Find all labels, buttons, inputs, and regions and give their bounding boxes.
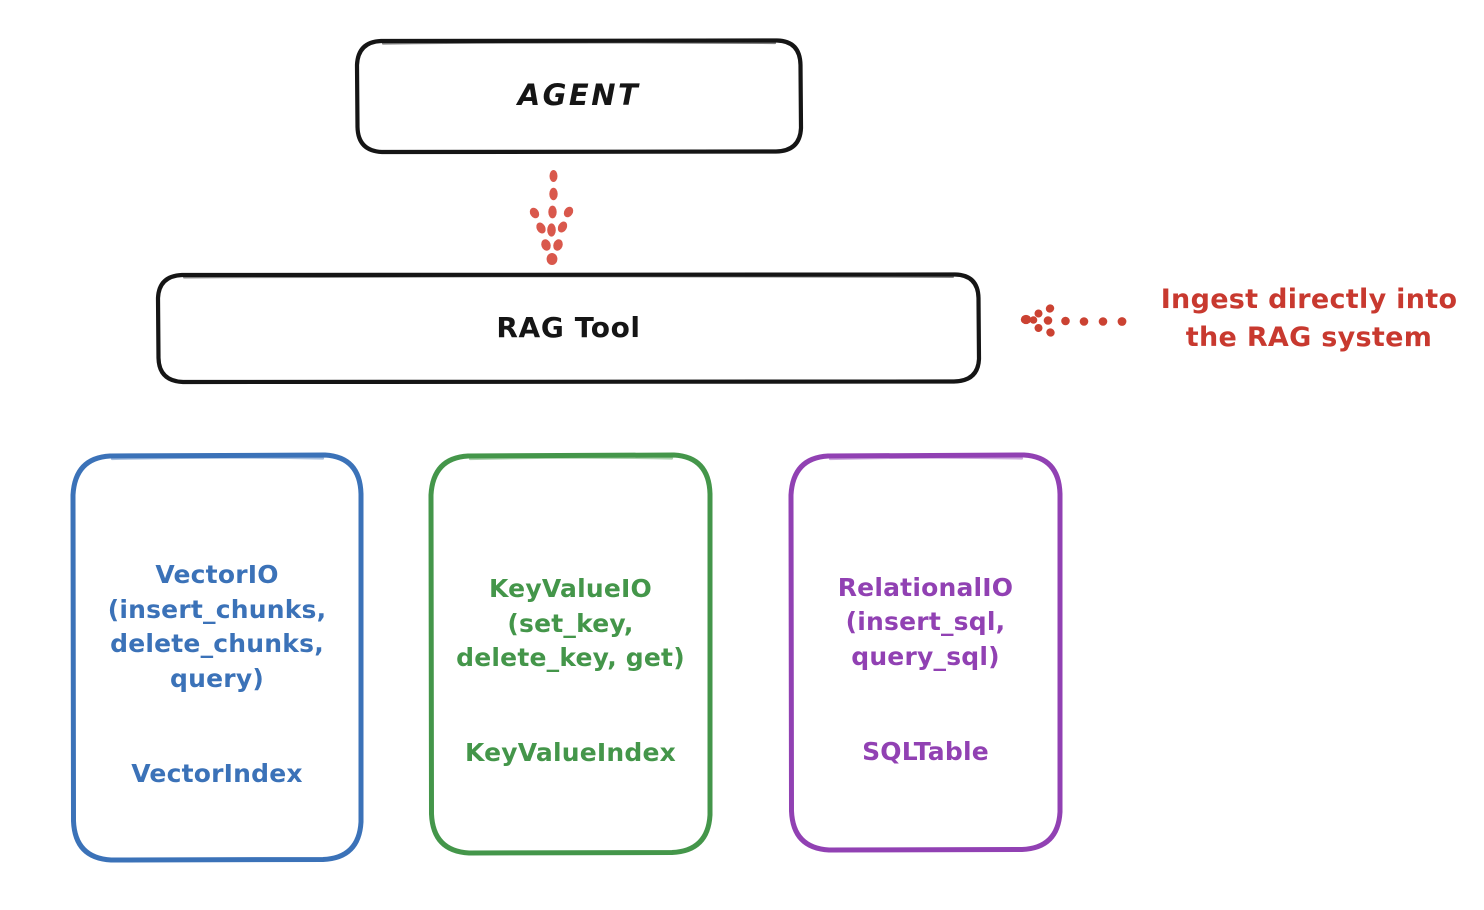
key-value-index-text: KeyValueIndex: [464, 738, 677, 767]
relational-io-label: RelationalIO (insert_sql, query_sql) SQL…: [836, 536, 1016, 769]
agent-node[interactable]: AGENT: [354, 38, 804, 155]
ingest-annotation-label: Ingest directly into the RAG system: [1160, 284, 1458, 353]
agent-label: AGENT: [517, 78, 641, 113]
spacer: [456, 676, 685, 702]
sql-table-text: SQLTable: [862, 736, 989, 766]
spacer: [838, 674, 1014, 700]
key-value-io-label: KeyValueIO (set_key, delete_key, get) Ke…: [454, 538, 687, 771]
relational-io-node[interactable]: RelationalIO (insert_sql, query_sql) SQL…: [788, 452, 1063, 853]
vector-io-api-text: VectorIO (insert_chunks, delete_chunks, …: [107, 560, 327, 693]
spacer: [108, 696, 327, 722]
rag-tool-node[interactable]: RAG Tool: [155, 272, 982, 385]
vector-io-label: VectorIO (insert_chunks, delete_chunks, …: [106, 524, 329, 792]
ingest-to-rag-arrow: [1020, 304, 1127, 337]
agent-to-rag-arrow: [529, 170, 574, 265]
relational-io-api-text: RelationalIO (insert_sql, query_sql): [837, 572, 1014, 671]
vector-io-node[interactable]: VectorIO (insert_chunks, delete_chunks, …: [70, 452, 364, 863]
key-value-io-node[interactable]: KeyValueIO (set_key, delete_key, get) Ke…: [428, 452, 713, 856]
key-value-io-api-text: KeyValueIO (set_key, delete_key, get): [456, 574, 685, 672]
vector-index-text: VectorIndex: [131, 758, 303, 788]
rag-tool-label: RAG Tool: [496, 310, 641, 344]
